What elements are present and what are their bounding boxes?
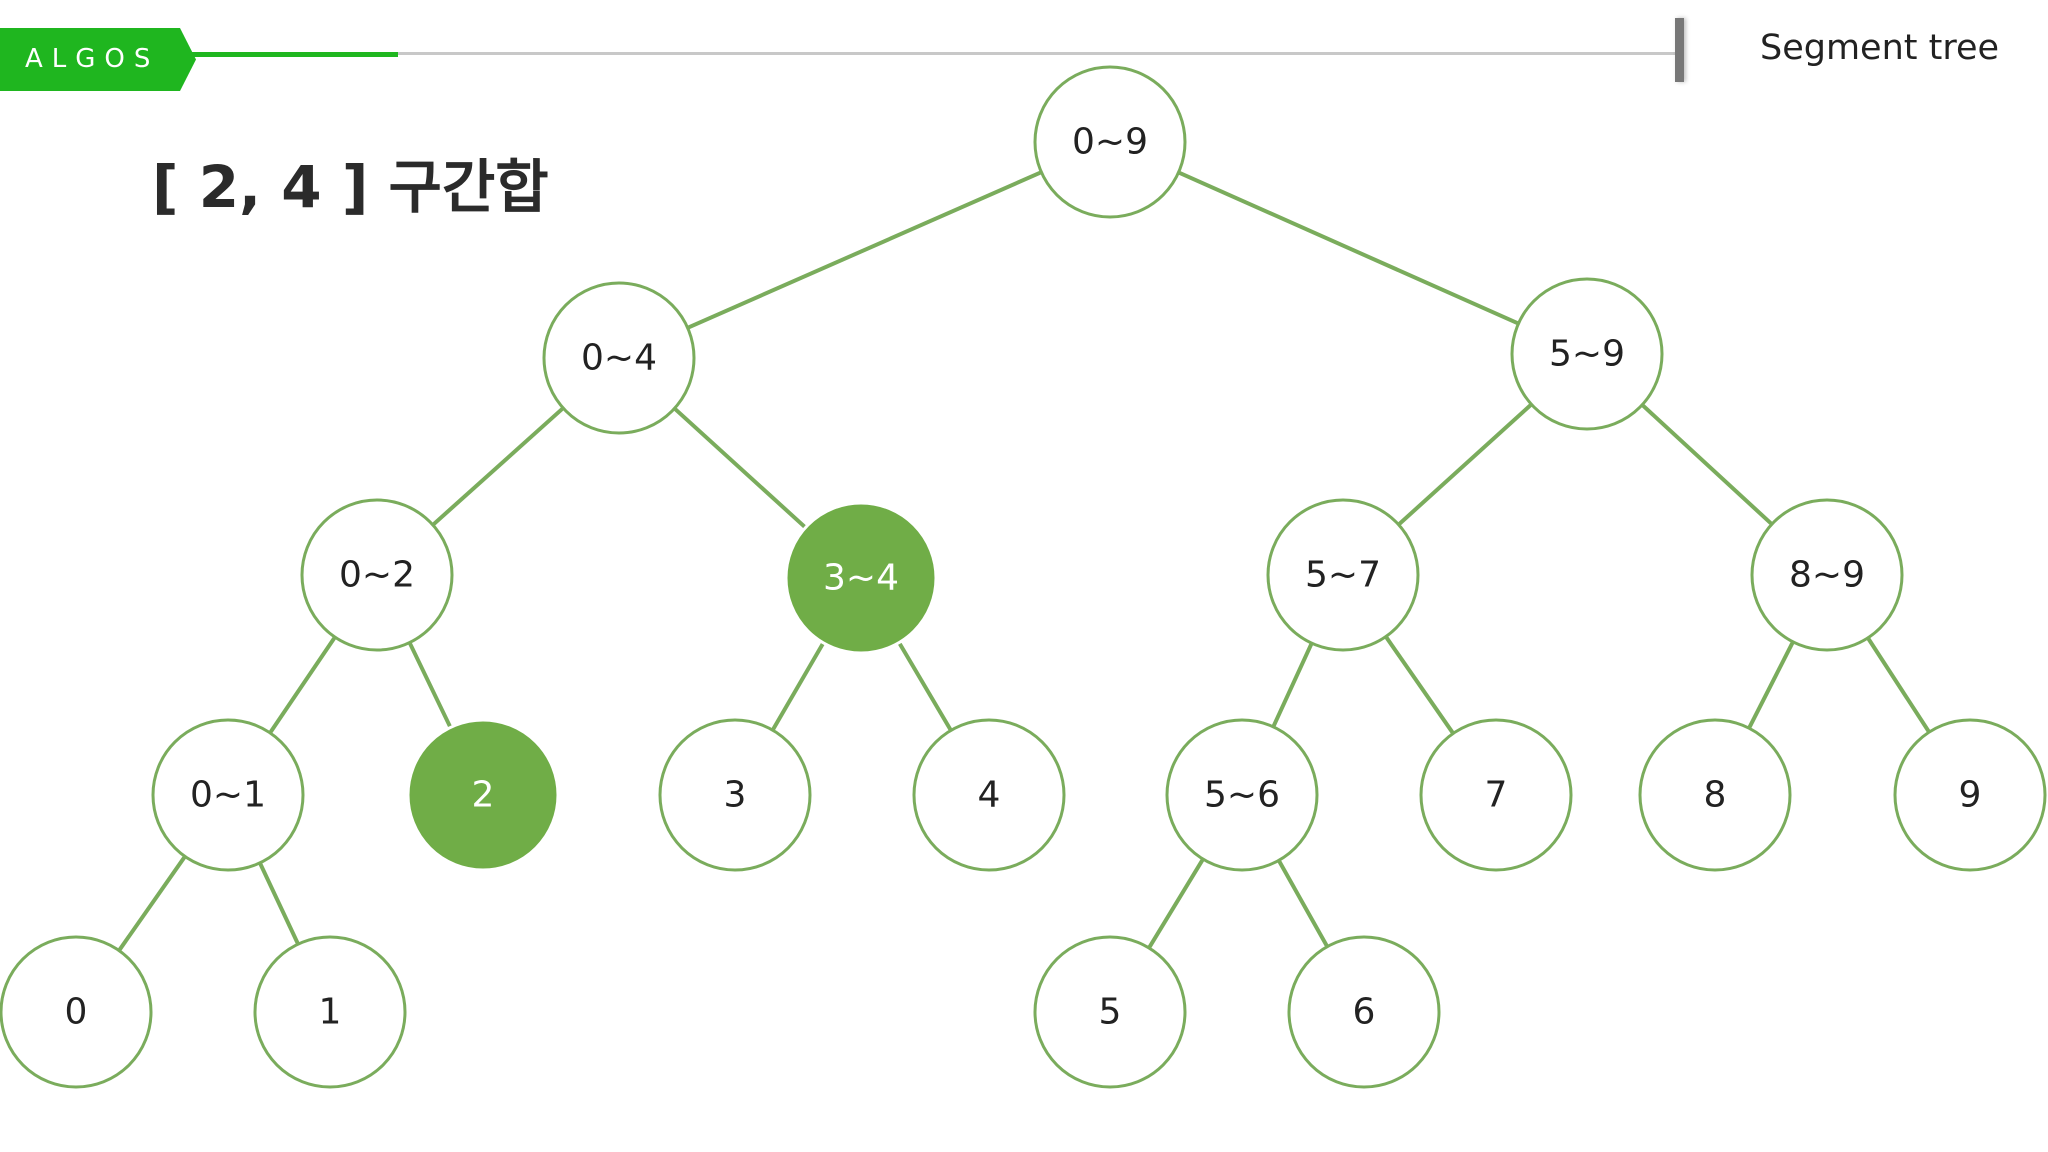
tree-edge bbox=[431, 406, 565, 527]
tree-node-circle bbox=[1033, 935, 1187, 1089]
tree-node-circle bbox=[542, 281, 696, 435]
tree-node: 7 bbox=[1419, 718, 1573, 872]
tree-node-label: 8 bbox=[1704, 775, 1727, 816]
tree-edges bbox=[117, 170, 1931, 952]
tree-edge bbox=[1147, 858, 1205, 949]
tree-node: 5 bbox=[1033, 935, 1187, 1089]
tree-node-circle bbox=[300, 498, 454, 652]
tree-node: 5~6 bbox=[1165, 718, 1319, 872]
tree-node-circle bbox=[1893, 718, 2047, 872]
tree-node-label: 5~9 bbox=[1549, 334, 1625, 375]
header-title: Segment tree bbox=[1760, 28, 2000, 68]
tree-node-label: 3 bbox=[724, 775, 747, 816]
tree-node-circle bbox=[1638, 718, 1792, 872]
tree-node-label: 6 bbox=[1353, 992, 1376, 1033]
tree-node: 8 bbox=[1638, 718, 1792, 872]
tree-edge bbox=[117, 855, 187, 952]
tree-edge bbox=[770, 641, 826, 732]
tree-node: 0~1 bbox=[151, 718, 305, 872]
tree-node-circle bbox=[912, 718, 1066, 872]
tree-node-label: 2 bbox=[472, 775, 495, 816]
tree-edge bbox=[686, 170, 1043, 330]
tree-edge bbox=[1747, 640, 1795, 730]
tree-node: 0~2 bbox=[300, 498, 454, 652]
tree-node-label: 7 bbox=[1485, 775, 1508, 816]
tree-node: 9 bbox=[1893, 718, 2047, 872]
tree-node: 4 bbox=[912, 718, 1066, 872]
tree-node-circle bbox=[1033, 65, 1187, 219]
header-divider-tick bbox=[1675, 18, 1684, 82]
tree-node-label: 0~9 bbox=[1072, 122, 1148, 163]
tree-node-circle bbox=[658, 718, 812, 872]
tree-node-label: 0~4 bbox=[581, 338, 657, 379]
tree-node-circle bbox=[1750, 498, 1904, 652]
tree-node: 5~7 bbox=[1266, 498, 1420, 652]
tree-node: 0~4 bbox=[542, 281, 696, 435]
tree-node: 1 bbox=[253, 935, 407, 1089]
tree-node-label: 1 bbox=[319, 992, 342, 1033]
tree-node-label: 5 bbox=[1099, 992, 1122, 1033]
tree-node-label: 3~4 bbox=[823, 558, 899, 599]
tree-node-label: 0~1 bbox=[190, 775, 266, 816]
tree-node-highlighted: 2 bbox=[406, 718, 560, 872]
tree-node-circle bbox=[406, 718, 560, 872]
tree-node-label: 8~9 bbox=[1789, 555, 1865, 596]
tree-edge bbox=[258, 862, 300, 945]
tree-edge bbox=[1866, 636, 1931, 734]
tree-edge bbox=[407, 641, 453, 729]
tree-node: 0~9 bbox=[1033, 65, 1187, 219]
tree-node: 8~9 bbox=[1750, 498, 1904, 652]
tree-edge bbox=[1640, 403, 1774, 526]
tree-edge bbox=[1384, 635, 1455, 735]
tree-node-label: 5~7 bbox=[1305, 555, 1381, 596]
tree-node-circle bbox=[1419, 718, 1573, 872]
tree-node-highlighted: 3~4 bbox=[784, 501, 938, 655]
tree-edge bbox=[1277, 859, 1329, 948]
tree-node: 0 bbox=[0, 935, 153, 1089]
tree-edge bbox=[1397, 402, 1533, 527]
tree-node-circle bbox=[784, 501, 938, 655]
tree-node-circle bbox=[1266, 498, 1420, 652]
tree-node-circle bbox=[1165, 718, 1319, 872]
tree-node-circle bbox=[0, 935, 153, 1089]
tree-node-circle bbox=[151, 718, 305, 872]
tree-node-label: 0 bbox=[65, 992, 88, 1033]
tree-edge bbox=[1271, 642, 1314, 728]
tree-node: 6 bbox=[1287, 935, 1441, 1089]
tree-edge bbox=[1177, 170, 1520, 326]
tree-node: 5~9 bbox=[1510, 277, 1664, 431]
tree-node-label: 0~2 bbox=[339, 555, 415, 596]
tree-nodes: 0~9 0~4 5~9 0~2 3~4 5~7 8~9 0~1 2 3 4 5~6 7 8 9 0 1 5 6 bbox=[0, 65, 2047, 1089]
tree-edge bbox=[673, 406, 807, 530]
tree-node-circle bbox=[1510, 277, 1664, 431]
tree-node: 3 bbox=[658, 718, 812, 872]
slide-title: [ 2, 4 ] 구간합 bbox=[152, 153, 549, 221]
header-divider bbox=[190, 52, 1678, 55]
tree-edge bbox=[897, 641, 953, 732]
tree-node-circle bbox=[1287, 935, 1441, 1089]
header-accent-line bbox=[190, 52, 398, 57]
brand-logo: ALGOS bbox=[0, 28, 196, 91]
tree-node-label: 4 bbox=[978, 775, 1001, 816]
tree-edge bbox=[268, 635, 337, 735]
tree-node-label: 9 bbox=[1959, 775, 1982, 816]
tree-node-circle bbox=[253, 935, 407, 1089]
tree-node-label: 5~6 bbox=[1204, 775, 1280, 816]
